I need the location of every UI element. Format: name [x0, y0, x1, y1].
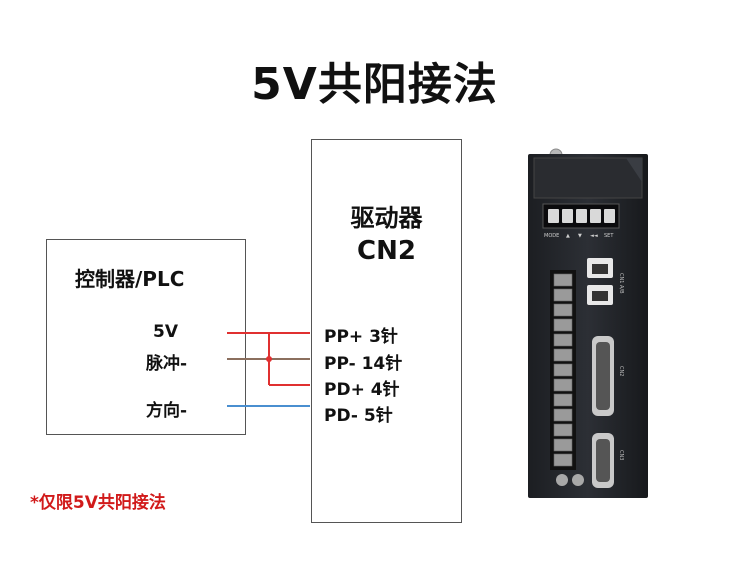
driver-label: 驱动器	[350, 204, 423, 232]
svg-text:CN2: CN2	[618, 366, 624, 376]
driver-connector-label: CN2	[357, 236, 416, 266]
servo-driver-device-image: MODE ▲ ▼ ◄◄ SET CN1 A/B CN2 CN3	[528, 148, 648, 498]
svg-text:▼: ▼	[578, 233, 582, 239]
junction-dot	[266, 356, 272, 362]
pin-pd-plus: PD+ 4针	[324, 380, 400, 400]
pin-pp-minus: PP- 14针	[324, 354, 403, 374]
controller-label: 控制器/PLC	[75, 267, 185, 291]
signal-5v-label: 5V	[153, 322, 178, 342]
pin-pd-minus: PD- 5针	[324, 406, 393, 426]
svg-text:▲: ▲	[566, 233, 570, 239]
svg-text:CN3: CN3	[618, 450, 624, 460]
controller-box	[46, 239, 246, 435]
signal-pulse-label: 脉冲-	[146, 354, 188, 374]
svg-text:MODE: MODE	[544, 233, 559, 239]
pin-pp-plus: PP+ 3针	[324, 327, 398, 347]
diagram-title: 5V共阳接法	[251, 59, 498, 110]
driver-box	[311, 139, 462, 523]
svg-text:SET: SET	[604, 233, 614, 239]
note-text: *仅限5V共阳接法	[30, 493, 166, 513]
signal-dir-label: 方向-	[146, 401, 188, 421]
svg-text:◄◄: ◄◄	[590, 233, 598, 239]
svg-text:CN1 A/B: CN1 A/B	[618, 273, 624, 294]
